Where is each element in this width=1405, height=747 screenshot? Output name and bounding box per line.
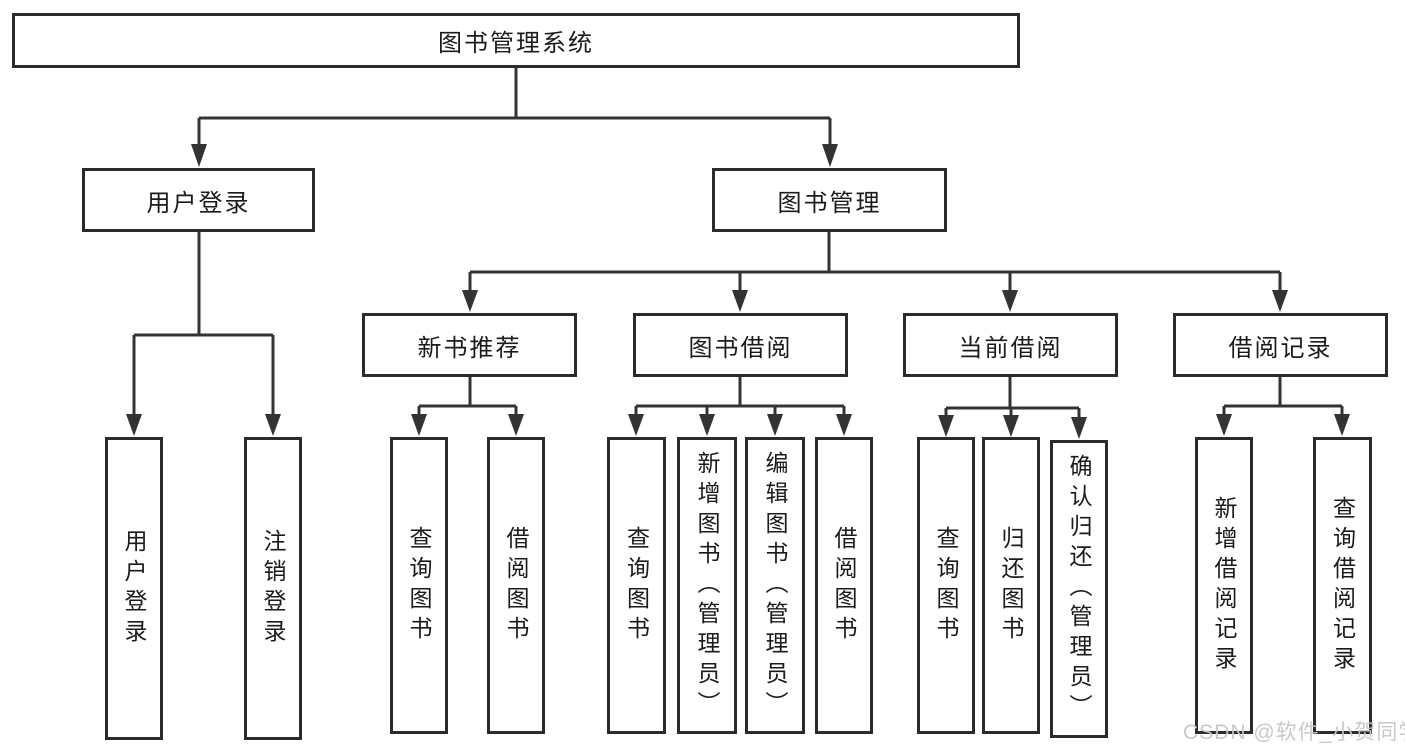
node-edit-book-admin: 编辑图书（管理员） [745,437,805,734]
node-borrow-books-1: 借阅图书 [487,437,545,734]
connector-current-borrow-children [938,377,1087,439]
arrow-down-icon [836,414,852,436]
node-query-books-2: 查询图书 [607,437,666,734]
arrow-down-icon [1003,415,1019,437]
arrow-down-icon [699,414,715,436]
node-query-books-3: 查询图书 [917,437,975,734]
csdn-watermark: CSDN @软件_小贺同学 [1183,721,1405,744]
arrow-down-icon [1334,414,1350,436]
connector-root-to-level2 [191,68,838,167]
node-user-login-branch: 用户登录 [82,168,315,232]
arrow-down-icon [1071,417,1087,439]
node-confirm-return-admin: 确认归还（管理员） [1050,440,1108,738]
node-book-borrow: 图书借阅 [633,313,848,377]
arrow-down-icon [411,414,427,436]
node-root-system: 图书管理系统 [12,13,1020,68]
node-query-books-1: 查询图书 [390,437,448,734]
arrow-down-icon [191,144,207,167]
arrow-down-icon [462,290,478,312]
node-new-book-recommend: 新书推荐 [362,313,577,377]
connector-new-book-children [411,377,524,436]
arrow-down-icon [265,414,281,436]
node-add-borrow-record: 新增借阅记录 [1195,437,1253,734]
connector-borrow-record-children [1216,377,1350,436]
arrow-down-icon [822,144,838,167]
connector-book-management-sections [462,232,1288,312]
connector-user-login-children [126,232,281,436]
arrow-down-icon [767,414,783,436]
arrow-down-icon [732,290,748,312]
node-logout-leaf: 注销登录 [244,437,302,740]
node-query-borrow-record: 查询借阅记录 [1313,437,1372,734]
node-current-borrow: 当前借阅 [903,313,1118,377]
arrow-down-icon [1272,290,1288,312]
node-book-management-branch: 图书管理 [712,168,947,232]
arrow-down-icon [1002,290,1018,312]
node-add-book-admin: 新增图书（管理员） [677,437,737,734]
arrow-down-icon [1216,414,1232,436]
connector-book-borrow-children [628,377,852,436]
arrow-down-icon [126,414,142,436]
node-user-login-leaf: 用户登录 [105,437,163,740]
node-borrow-record: 借阅记录 [1173,313,1388,377]
node-return-books: 归还图书 [982,437,1040,734]
arrow-down-icon [628,414,644,436]
arrow-down-icon [938,415,954,437]
arrow-down-icon [508,414,524,436]
node-borrow-books-2: 借阅图书 [815,437,873,734]
